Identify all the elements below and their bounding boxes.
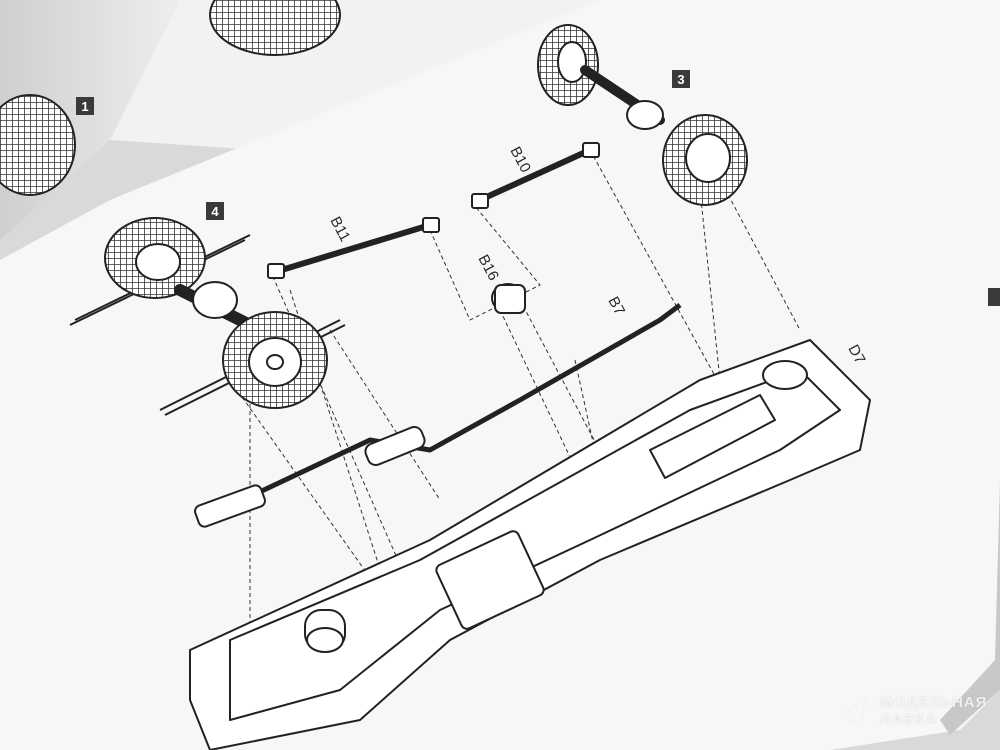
part-label-b7: B7: [604, 294, 628, 318]
chassis-frame: [189, 303, 871, 750]
watermark-line-1: МОДЕЛЬНАЯ: [880, 694, 988, 711]
svg-text:4: 4: [211, 204, 219, 219]
step-badge-4: 4: [206, 202, 224, 220]
watermark-line-2: ЛАВКА: [880, 711, 938, 728]
page-stack-edge: [940, 480, 1000, 735]
rear-axle-assembly: [537, 24, 748, 206]
step-badge-3: 3: [672, 70, 690, 88]
step-badge-1: 1: [76, 97, 94, 115]
svg-text:1: 1: [81, 99, 88, 114]
svg-text:3: 3: [677, 72, 684, 87]
tire-illustration: [0, 0, 341, 196]
watermark: МОДЕЛЬНАЯ ЛАВКА: [838, 694, 987, 728]
driveshafts: [267, 142, 600, 314]
step-badge-partial: [988, 288, 1000, 306]
front-axle-assembly: [69, 217, 346, 416]
rocket-logo-icon: [840, 696, 868, 726]
